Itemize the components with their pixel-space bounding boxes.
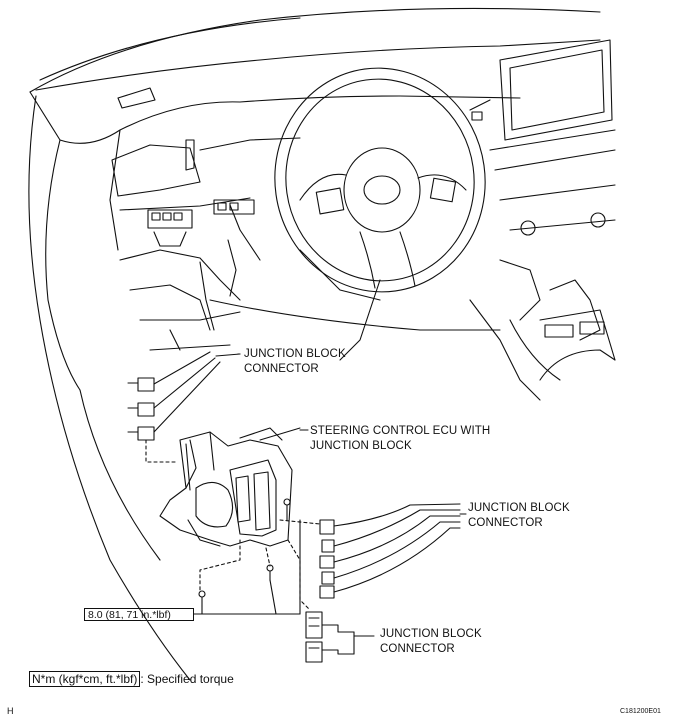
- junction-block-connector-top-label: JUNCTION BLOCK CONNECTOR: [244, 348, 346, 375]
- junction-block-connector-bottom-label: JUNCTION BLOCK CONNECTOR: [380, 628, 482, 655]
- figure-code: C181200E01: [620, 708, 661, 715]
- junction-block-connector-bottom: [305, 611, 375, 663]
- junction-block-connector-right: [319, 503, 461, 599]
- torque-legend: N*m (kgf*cm, ft.*lbf): Specified torque: [29, 671, 234, 687]
- torque-leader-lines: [193, 519, 301, 615]
- torque-value-box: 8.0 (81, 71 in.*lbf): [84, 608, 194, 621]
- junction-block-connector-right-label: JUNCTION BLOCK CONNECTOR: [468, 502, 570, 529]
- connection-lines: [199, 519, 321, 611]
- torque-legend-text: : Specified torque: [140, 672, 234, 686]
- label-leader-lines: [237, 353, 467, 515]
- steering-control-ecu-label: STEERING CONTROL ECU WITH JUNCTION BLOCK: [310, 425, 491, 452]
- steering-control-ecu: [159, 427, 301, 547]
- corner-letter: H: [7, 706, 14, 716]
- switch-panel: [147, 199, 255, 247]
- torque-unit-box: N*m (kgf*cm, ft.*lbf): [29, 671, 141, 687]
- bolt: [198, 564, 274, 607]
- lower-dash: [119, 239, 241, 351]
- steering-wheel: [274, 67, 486, 361]
- dashboard-outline: [28, 7, 601, 681]
- center-console: [209, 39, 616, 401]
- junction-block-connector-top: [127, 351, 241, 463]
